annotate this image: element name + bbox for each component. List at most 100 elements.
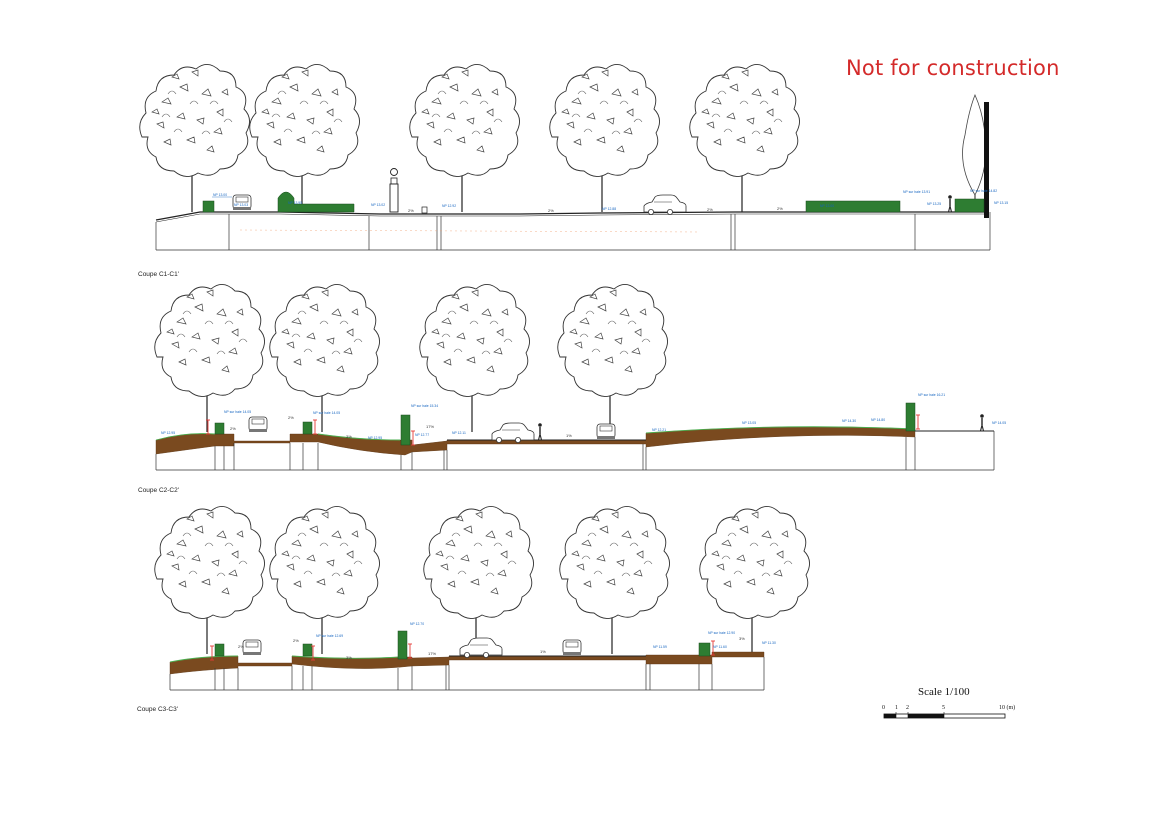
- hedge-icon: [277, 191, 355, 213]
- svg-text:NP 12.95: NP 12.95: [368, 436, 382, 440]
- tree-icon: [557, 283, 669, 433]
- scale-tick-1: 1: [895, 705, 898, 711]
- hedge-icon: [397, 630, 408, 660]
- svg-text:NP 14.80: NP 14.80: [871, 418, 885, 422]
- person-icon: [537, 422, 543, 441]
- slope-label: 2%: [408, 208, 414, 213]
- level-marker: [407, 643, 413, 659]
- svg-text:NP 13.25: NP 13.25: [927, 202, 941, 206]
- hedge-icon: [954, 198, 985, 213]
- tree-icon: [419, 283, 531, 433]
- slope-label: 1%: [566, 433, 572, 438]
- car-icon: [459, 637, 503, 658]
- car-icon: [248, 416, 268, 433]
- svg-text:NP 12.77: NP 12.77: [415, 433, 429, 437]
- person-icon: [947, 194, 953, 213]
- hedge-icon: [805, 200, 901, 213]
- svg-text:NP sur haie 12.90: NP sur haie 12.90: [708, 631, 735, 635]
- slope-label: 2%: [548, 208, 554, 213]
- hedge-icon: [202, 200, 215, 213]
- svg-text:NP 13.05: NP 13.05: [742, 421, 756, 425]
- svg-text:NP sur haie 16.21: NP sur haie 16.21: [918, 393, 945, 397]
- level-marker: [312, 419, 318, 435]
- svg-text:NP sur haie 14.05: NP sur haie 14.05: [224, 410, 251, 414]
- scale-label: Scale 1/100: [918, 686, 970, 698]
- slope-label: 2%: [293, 638, 299, 643]
- svg-text:NP 12.92: NP 12.92: [442, 204, 456, 208]
- hedge-icon: [214, 422, 225, 435]
- svg-text:NP 11.59: NP 11.59: [653, 645, 667, 649]
- scale-tick-5: 5: [942, 705, 945, 711]
- hedge-icon: [400, 414, 411, 446]
- svg-text:NP sur haie 12.69: NP sur haie 12.69: [316, 634, 343, 638]
- section-title: Coupe C2-C2': [138, 487, 179, 494]
- slope-label: 2%: [288, 415, 294, 420]
- hedge-icon: [214, 643, 225, 657]
- svg-text:NP sur haie 15.34: NP sur haie 15.34: [411, 404, 438, 408]
- section-title: Coupe C1-C1': [138, 271, 179, 278]
- hedge-icon: [302, 643, 313, 657]
- level-annotations: NP sur haie 12.69 NP 12.70 NP 11.59 NP s…: [316, 622, 776, 649]
- svg-text:NP 13.02: NP 13.02: [371, 203, 385, 207]
- section-c3: NP sur haie 12.69 NP 12.70 NP 11.59 NP s…: [154, 505, 811, 691]
- hedge-icon: [698, 642, 711, 657]
- slope-label: 17%: [426, 424, 434, 429]
- slope-label: 2%: [230, 426, 236, 431]
- scale-tick-0: 0: [882, 705, 885, 711]
- base-frame: [169, 657, 765, 691]
- svg-text:NP sur haie 13.91: NP sur haie 13.91: [903, 190, 930, 194]
- car-icon: [596, 423, 616, 440]
- base-frame: [155, 431, 995, 471]
- slope-label: 3%: [346, 434, 352, 439]
- section-c1: NP 13.00 NP 13.03 NP 13.95 NP 13.02 NP 1…: [139, 63, 1008, 251]
- hedge-icon: [302, 421, 313, 435]
- tree-icon: [249, 63, 361, 213]
- slope-label: 3%: [739, 636, 745, 641]
- car-icon: [242, 639, 262, 656]
- section-c2: NP 12.95 NP sur haie 14.05 NP sur haie 1…: [154, 283, 1006, 471]
- svg-text:NP 13.00: NP 13.00: [213, 193, 227, 197]
- lamp-post-icon: [389, 168, 399, 213]
- slope-label: 2%: [777, 206, 783, 211]
- ground-profile: [155, 211, 984, 221]
- level-marker: [915, 414, 921, 430]
- svg-text:NP 12.88: NP 12.88: [602, 207, 616, 211]
- car-icon: [491, 422, 535, 444]
- svg-text:NP 11.60: NP 11.60: [713, 645, 727, 649]
- slope-label: 2%: [707, 207, 713, 212]
- wall: [984, 102, 989, 218]
- level-annotations: NP 12.95 NP sur haie 14.05 NP sur haie 1…: [161, 393, 1006, 440]
- svg-text:NP 13.15: NP 13.15: [994, 201, 1008, 205]
- slope-label: 3%: [346, 655, 352, 660]
- soil-profile: [155, 426, 916, 456]
- tree-icon: [269, 505, 381, 655]
- svg-text:NP 13.03: NP 13.03: [234, 203, 248, 207]
- tree-icon: [423, 505, 535, 655]
- car-icon: [643, 194, 687, 216]
- tree-icon: [139, 63, 251, 213]
- person-icon: [979, 413, 985, 432]
- tree-icon: [154, 505, 266, 655]
- svg-text:NP 12.21: NP 12.21: [652, 428, 666, 432]
- slope-label: 17%: [428, 651, 436, 656]
- scale-tick-10: 10 (m): [999, 705, 1016, 711]
- svg-text:NP 12.70: NP 12.70: [410, 622, 424, 626]
- not-for-construction-stamp: Not for construction: [846, 56, 1060, 80]
- tree-icon: [409, 63, 521, 213]
- slope-label: 2%: [238, 644, 244, 649]
- base-frame: [155, 212, 991, 251]
- slope-label: 1%: [540, 649, 546, 654]
- svg-text:NP 12.95: NP 12.95: [161, 431, 175, 435]
- tree-icon: [689, 63, 801, 213]
- tree-icon: [559, 505, 671, 655]
- section-title: Coupe C3-C3': [137, 706, 178, 713]
- svg-text:NP 14.30: NP 14.30: [842, 419, 856, 423]
- tree-icon: [269, 283, 381, 433]
- svg-text:NP sur haie 14.82: NP sur haie 14.82: [970, 189, 997, 193]
- svg-text:NP 12.11: NP 12.11: [452, 431, 466, 435]
- svg-text:NP sur haie 14.05: NP sur haie 14.05: [313, 411, 340, 415]
- svg-text:NP 14.05: NP 14.05: [992, 421, 1006, 425]
- svg-text:NP 11.30: NP 11.30: [762, 641, 776, 645]
- tree-icon: [549, 63, 661, 213]
